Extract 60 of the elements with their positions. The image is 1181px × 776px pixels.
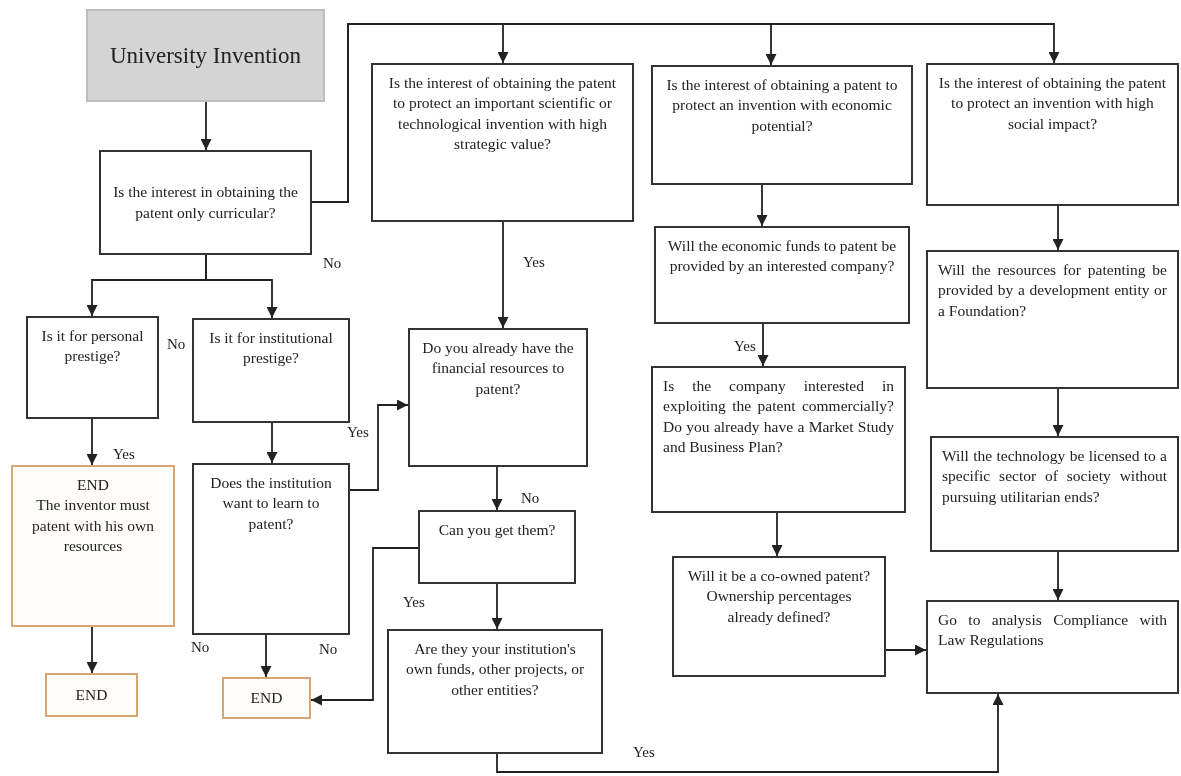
decision-box <box>672 556 886 677</box>
node-text: University Invention <box>109 41 302 70</box>
arrow <box>885 644 927 656</box>
node-text: Does the institution want to learn to patent? <box>209 473 333 534</box>
decision-box <box>371 63 634 222</box>
arrow <box>771 512 783 557</box>
arrow <box>1052 388 1064 437</box>
start-box <box>86 9 325 102</box>
node-text: Do you already have the financial resources to patent? <box>421 338 575 399</box>
node-text: Is it for personal prestige? <box>40 326 145 367</box>
arrow <box>86 418 98 466</box>
decision-box <box>654 226 910 324</box>
node-text: Is the interest of obtaining the patent to protect an important scientific or technological invention with high strategic value? <box>387 73 618 155</box>
decision-box <box>192 318 350 423</box>
node-text: Will it be a co-owned patent? Ownership percentages already defined? <box>686 566 872 627</box>
decision-box <box>418 510 576 584</box>
node-text: Are they your institution's own funds, other projects, or other entities? <box>404 639 586 700</box>
arrow <box>756 184 768 227</box>
node-text: Go to analysis Compliance with Law Regulations <box>938 610 1167 651</box>
arrow <box>205 254 278 319</box>
node-text: END <box>74 684 109 705</box>
decision-box <box>926 250 1179 389</box>
decision-box <box>408 328 588 467</box>
node-text: Will the resources for patenting be provided by a development entity or a Foundation? <box>938 260 1167 321</box>
node-text: END <box>76 475 110 495</box>
node-text: Will the economic funds to patent be provided by an interested company? <box>666 236 898 277</box>
decision-box <box>99 150 312 255</box>
arrow <box>86 626 98 674</box>
arrow <box>1052 551 1064 601</box>
end-box <box>45 673 138 717</box>
arrow <box>310 547 419 706</box>
decision-box <box>192 463 350 635</box>
node-text: The inventor must patent with his own resources <box>31 495 155 557</box>
arrow <box>491 583 503 630</box>
node-text: Can you get them? <box>437 520 557 540</box>
node-text: Is the interest of obtaining a patent to protect an invention with economic potential? <box>665 75 899 136</box>
end-box <box>11 465 175 627</box>
decision-box <box>926 63 1179 206</box>
node-text: Is the interest in obtaining the patent only curricular? <box>112 182 299 223</box>
arrow <box>200 101 212 151</box>
decision-box <box>926 600 1179 694</box>
arrow <box>491 466 503 511</box>
arrow <box>1052 205 1064 251</box>
arrow <box>496 693 1004 773</box>
node-text: END <box>249 687 284 708</box>
decision-box <box>387 629 603 754</box>
arrow <box>757 323 769 367</box>
decision-box <box>651 366 906 513</box>
node-text: Is the interest of obtaining the patent to protect an invention with high social impact? <box>938 73 1167 134</box>
decision-box <box>651 65 913 185</box>
arrow <box>260 634 272 678</box>
arrow <box>266 422 278 464</box>
arrow <box>349 399 409 491</box>
node-text: Is the company interested in exploiting the patent commercially? Do you already have a Market Study and Business Plan? <box>663 376 894 458</box>
decision-box <box>26 316 159 419</box>
end-box <box>222 677 311 719</box>
arrow <box>497 221 509 329</box>
node-text: Is it for institutional prestige? <box>208 328 334 369</box>
node-text: Will the technology be licensed to a specific sector of society without pursuing utilitarian ends? <box>942 446 1167 507</box>
decision-box <box>930 436 1179 552</box>
